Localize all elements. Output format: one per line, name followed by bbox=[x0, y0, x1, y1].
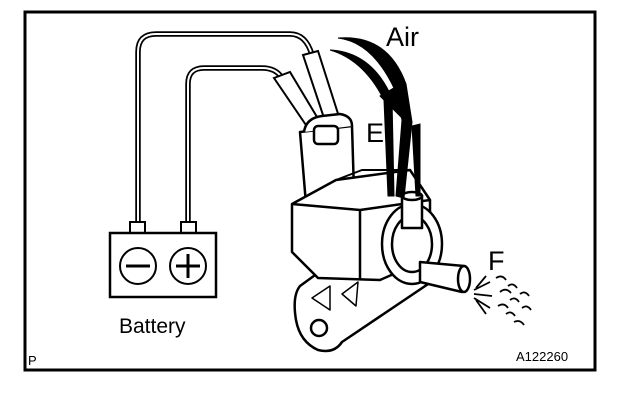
corner-mark: P bbox=[28, 353, 37, 368]
battery bbox=[108, 221, 218, 299]
battery-negative-terminal-icon bbox=[119, 247, 157, 285]
battery-label: Battery bbox=[119, 315, 186, 338]
battery-lead-wires bbox=[135, 31, 315, 228]
air-flow-arrow-icon bbox=[329, 37, 421, 199]
diagram-frame bbox=[23, 10, 597, 372]
air-label: Air bbox=[386, 22, 419, 52]
air-spray-icon bbox=[473, 275, 532, 326]
port-e-label: E bbox=[366, 118, 384, 148]
vacuum-switching-valve bbox=[290, 112, 472, 353]
mounting-bracket bbox=[293, 260, 442, 353]
battery-positive-terminal-icon bbox=[169, 247, 207, 285]
test-probes bbox=[272, 49, 342, 141]
figure-code: A122260 bbox=[516, 349, 568, 364]
port-f-label: F bbox=[488, 246, 505, 276]
